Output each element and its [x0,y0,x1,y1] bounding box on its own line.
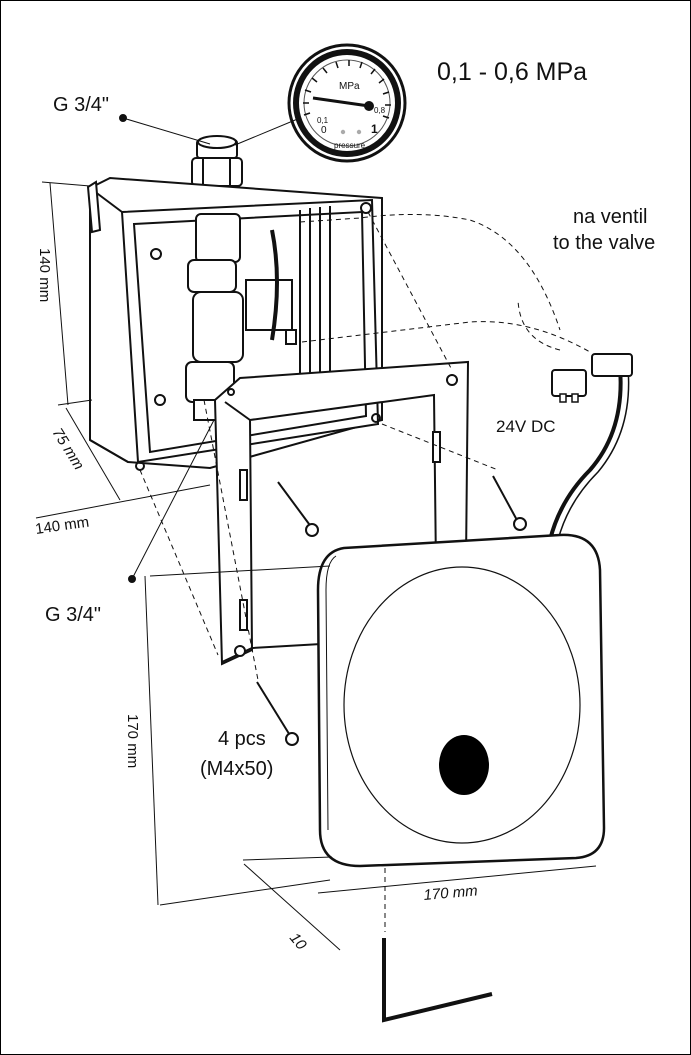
gauge-ticks [303,60,391,119]
screws-qty-label: 4 pcs [218,728,266,750]
gauge-tick-01: 0,1 [317,116,329,125]
valve-label-line1: na ventil [573,206,648,228]
dim-cover-width: 170 mm [423,882,478,904]
alignment-lines [139,211,591,932]
sensor-window [439,735,489,795]
top-fitting [191,135,243,187]
top-thread-label: G 3/4" [53,94,109,116]
screws-spec-label: (M4x50) [200,758,273,780]
dim-box-height: 140 mm [36,248,53,302]
bottom-thread-label: G 3/4" [45,604,101,626]
pressure-range-label: 0,1 - 0,6 MPa [437,58,587,86]
pressure-gauge: MPa 0,1 0 0,8 1 pressure [287,43,407,163]
dim-cover-height: 170 mm [124,714,141,768]
gauge-caption: pressure [334,141,366,150]
allen-key [382,938,493,1023]
gauge-tick-08: 0,8 [374,106,386,115]
gauge-tick-0: 0 [321,125,327,136]
dim-cover-depth: 10 [286,930,310,954]
gauge-needle [312,96,370,108]
valve-label-line2: to the valve [553,232,655,254]
voltage-label: 24V DC [496,417,556,436]
leader-lines [119,114,301,583]
dim-box-depth: 75 mm [49,425,88,473]
cover-plate [316,533,606,868]
gauge-unit: MPa [339,81,360,92]
screws [256,475,527,746]
gauge-tick-1: 1 [371,122,378,136]
dimension-lines [35,181,597,951]
cable-connector [548,353,633,541]
